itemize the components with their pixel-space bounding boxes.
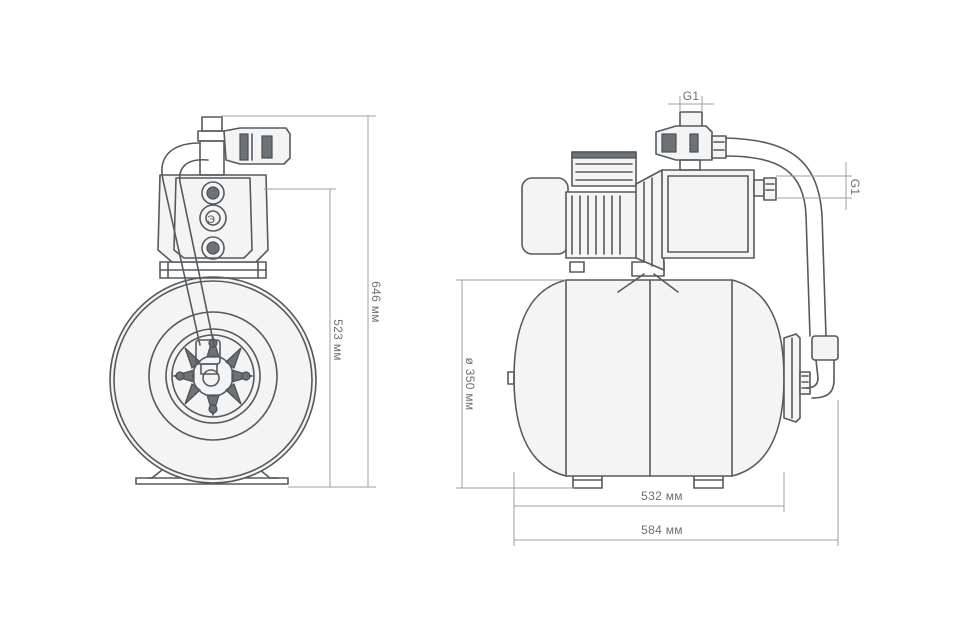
tank-diameter-dimension xyxy=(456,279,574,489)
outlet-thread-label: G1 xyxy=(848,179,862,196)
front-tank xyxy=(109,276,317,484)
side-pressure-switch xyxy=(655,111,727,171)
side-tank-feet xyxy=(572,467,724,489)
front-view: Э xyxy=(109,116,317,485)
side-tank xyxy=(507,279,811,477)
inlet-thread-dimension xyxy=(668,96,714,112)
total-length-dimension xyxy=(513,400,839,546)
side-hose xyxy=(725,137,839,399)
tank-height-label: 523 мм xyxy=(331,319,345,361)
front-pump-housing: Э xyxy=(157,174,269,263)
front-pressure-switch xyxy=(197,116,291,176)
svg-text:Э: Э xyxy=(207,214,215,226)
side-pump-head xyxy=(635,169,777,271)
outlet-thread-dimension xyxy=(776,162,852,210)
inlet-thread-label: G1 xyxy=(683,89,700,103)
side-view xyxy=(507,111,839,489)
tank-diameter-label: ø 350 мм xyxy=(463,358,477,411)
front-pump-stand xyxy=(159,261,267,279)
front-hose xyxy=(161,142,221,387)
tank-length-dimension xyxy=(513,472,785,512)
total-height-label: 646 мм xyxy=(369,281,383,323)
total-length-label: 584 мм xyxy=(641,523,683,537)
front-dimensions xyxy=(222,115,376,488)
front-flange xyxy=(171,334,255,418)
side-motor xyxy=(521,151,639,259)
tank-length-label: 532 мм xyxy=(641,489,683,503)
